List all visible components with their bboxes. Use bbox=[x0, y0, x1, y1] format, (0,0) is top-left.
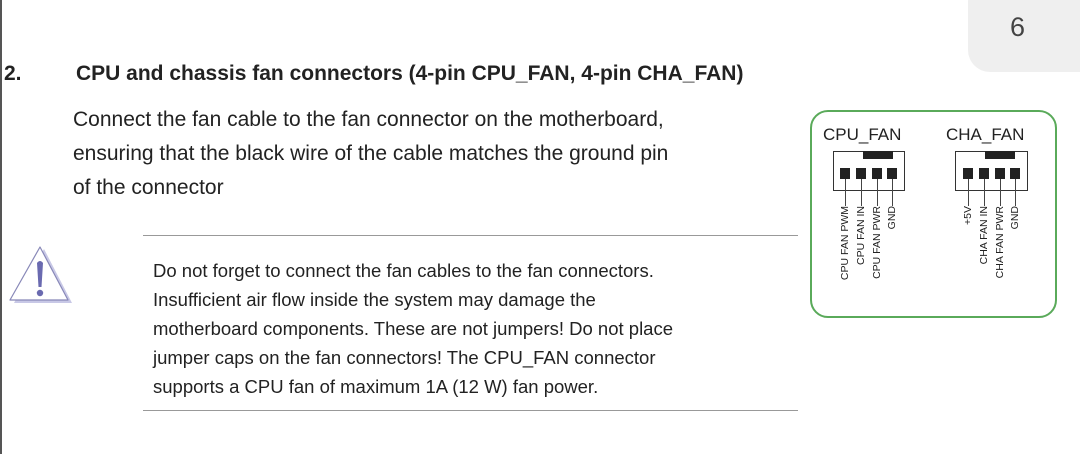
pin-label: GND bbox=[886, 206, 898, 230]
warning-text: Do not forget to connect the fan cables … bbox=[153, 256, 673, 401]
fan-connector-diagram bbox=[810, 110, 1057, 318]
warning-line: supports a CPU fan of maximum 1A (12 W) … bbox=[153, 376, 599, 397]
warning-line: Do not forget to connect the fan cables … bbox=[153, 260, 654, 281]
cpu-fan-title: CPU_FAN bbox=[823, 125, 902, 144]
divider bbox=[143, 410, 798, 411]
pin-label: CHA FAN PWR bbox=[994, 206, 1006, 279]
pin-lead bbox=[968, 179, 969, 206]
section-heading: CPU and chassis fan connectors (4-pin CP… bbox=[76, 62, 744, 85]
pin-lead bbox=[984, 179, 985, 206]
pin-label: CPU FAN PWM bbox=[839, 206, 851, 281]
page-edge bbox=[0, 0, 2, 454]
pin-lead bbox=[1000, 179, 1001, 206]
page-number: 6 bbox=[1010, 12, 1026, 42]
pin-label: GND bbox=[1009, 206, 1021, 230]
warning-triangle-icon bbox=[9, 246, 72, 303]
body-line: ensuring that the black wire of the cabl… bbox=[73, 142, 669, 165]
pin bbox=[887, 168, 897, 179]
pin-lead bbox=[861, 179, 862, 206]
connector-key bbox=[863, 151, 893, 159]
pin bbox=[840, 168, 850, 179]
pin bbox=[963, 168, 973, 179]
cha-fan-title: CHA_FAN bbox=[946, 125, 1025, 144]
pin-label: +5V bbox=[962, 206, 974, 225]
warning-line: jumper caps on the fan connectors! The C… bbox=[153, 347, 656, 368]
pin-label: CPU FAN IN bbox=[855, 206, 867, 265]
pin-label: CPU FAN PWR bbox=[871, 206, 883, 279]
pin bbox=[979, 168, 989, 179]
pin-lead bbox=[892, 179, 893, 206]
pin-lead bbox=[877, 179, 878, 206]
body-line: of the connector bbox=[73, 176, 224, 199]
warning-line: Insufficient air flow inside the system … bbox=[153, 289, 596, 310]
pin bbox=[995, 168, 1005, 179]
section-number: 2. bbox=[4, 62, 22, 85]
warning-line: motherboard components. These are not ju… bbox=[153, 318, 674, 339]
pin-lead bbox=[845, 179, 846, 206]
section-body: Connect the fan cable to the fan connect… bbox=[73, 103, 803, 205]
pin-label: CHA FAN IN bbox=[978, 206, 990, 265]
body-line: Connect the fan cable to the fan connect… bbox=[73, 108, 664, 131]
connector-key bbox=[985, 151, 1015, 159]
divider bbox=[143, 235, 798, 236]
page-number-badge bbox=[968, 0, 1080, 72]
pin-lead bbox=[1015, 179, 1016, 206]
pin bbox=[1010, 168, 1020, 179]
pin bbox=[872, 168, 882, 179]
pin bbox=[856, 168, 866, 179]
